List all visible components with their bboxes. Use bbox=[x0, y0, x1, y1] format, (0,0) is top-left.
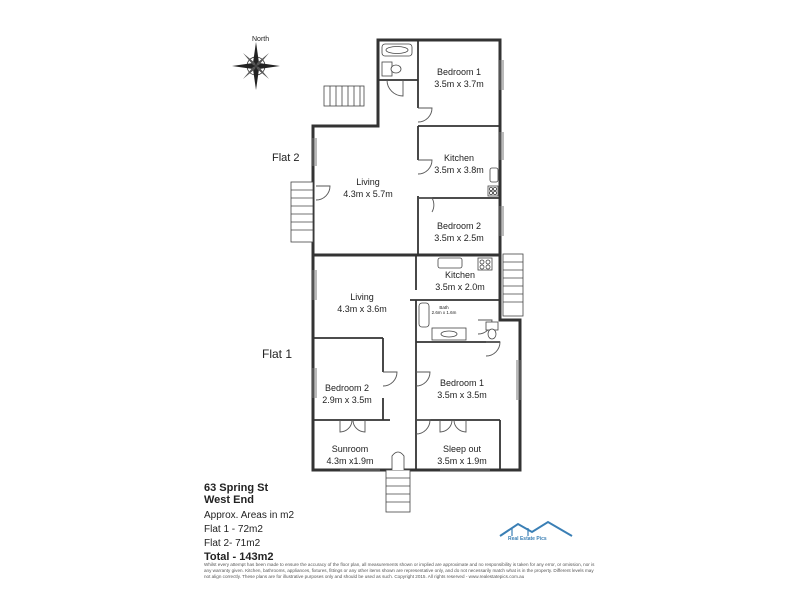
room-name: Bedroom 1 bbox=[439, 378, 485, 388]
door bbox=[485, 341, 501, 357]
room-label-f1-living: Living 4.3m x 3.6m bbox=[320, 291, 404, 315]
total-area: Total - 143m2 bbox=[204, 551, 274, 563]
stairs bbox=[502, 253, 524, 317]
basin bbox=[440, 330, 458, 338]
room-size: 4.3m x 3.6m bbox=[337, 304, 387, 314]
flat-2-label: Flat 2 bbox=[272, 152, 300, 164]
flat-1-label: Flat 1 bbox=[262, 347, 293, 361]
stove bbox=[487, 185, 499, 197]
room-size: 2.6m x 1.6m bbox=[431, 310, 457, 315]
room-size: 3.5m x 2.0m bbox=[435, 282, 485, 292]
room-label-f1-bath: Bath 2.6m x 1.6m bbox=[424, 305, 464, 315]
room-label-f1-sunroom: Sunroom 4.3m x1.9m bbox=[316, 443, 384, 467]
stairs bbox=[323, 85, 365, 107]
bathtub bbox=[418, 302, 430, 328]
room-name: Living bbox=[356, 177, 380, 187]
room-name: Living bbox=[350, 292, 374, 302]
door bbox=[382, 371, 398, 387]
address-line-2: West End bbox=[204, 494, 254, 506]
flat1-area: Flat 1 - 72m2 bbox=[204, 524, 263, 535]
flat1-outer-walls bbox=[311, 253, 522, 472]
kitchen-bench bbox=[437, 257, 463, 269]
room-size: 3.5m x 2.5m bbox=[434, 233, 484, 243]
door bbox=[315, 185, 331, 201]
property-info: 63 Spring St West End Approx. Areas in m… bbox=[204, 482, 384, 563]
room-name: Bedroom 2 bbox=[436, 221, 482, 231]
address-line-1: 63 Spring St bbox=[204, 482, 269, 494]
toilet-cistern bbox=[381, 61, 393, 77]
stair-landing bbox=[391, 451, 405, 470]
door bbox=[386, 79, 404, 97]
logo-text: Real Estate Pics bbox=[508, 536, 547, 542]
door bbox=[352, 419, 366, 433]
door bbox=[417, 107, 433, 123]
compass-rose-icon bbox=[232, 42, 280, 90]
room-label-f1-sleepout: Sleep out 3.5m x 1.9m bbox=[422, 443, 502, 467]
door bbox=[453, 419, 467, 433]
kitchen-sink bbox=[489, 167, 499, 183]
door bbox=[417, 159, 433, 175]
room-label-f2-bedroom1: Bedroom 1 3.5m x 3.7m bbox=[418, 66, 500, 90]
room-name: Sunroom bbox=[331, 444, 369, 454]
house-roof-logo-icon bbox=[499, 520, 573, 537]
compass-north-label: North bbox=[252, 36, 270, 43]
room-label-f2-kitchen: Kitchen 3.5m x 3.8m bbox=[418, 152, 500, 176]
door bbox=[415, 419, 431, 435]
room-size: 3.5m x 3.8m bbox=[434, 165, 484, 175]
room-name: Bedroom 2 bbox=[324, 383, 370, 393]
room-size: 3.5m x 3.5m bbox=[437, 390, 487, 400]
room-name: Kitchen bbox=[444, 270, 476, 280]
disclaimer-text: Whilst every attempt has been made to en… bbox=[204, 562, 595, 579]
room-size: 4.3m x1.9m bbox=[326, 456, 374, 466]
door bbox=[415, 371, 431, 387]
room-size: 3.5m x 1.9m bbox=[437, 456, 487, 466]
room-label-f1-kitchen: Kitchen 3.5m x 2.0m bbox=[420, 269, 500, 293]
stairs bbox=[385, 469, 411, 513]
room-label-f1-bedroom1: Bedroom 1 3.5m x 3.5m bbox=[420, 377, 504, 401]
door bbox=[418, 197, 435, 213]
room-name: Bedroom 1 bbox=[436, 67, 482, 77]
bathtub-basin bbox=[385, 46, 409, 54]
room-size: 2.9m x 3.5m bbox=[322, 395, 372, 405]
room-label-f2-living: Living 4.3m x 5.7m bbox=[328, 176, 408, 200]
room-name: Bath bbox=[439, 305, 449, 310]
room-label-f2-bedroom2: Bedroom 2 3.5m x 2.5m bbox=[418, 220, 500, 244]
room-size: 3.5m x 3.7m bbox=[434, 79, 484, 89]
room-size: 4.3m x 5.7m bbox=[343, 189, 393, 199]
areas-note: Approx. Areas in m2 bbox=[204, 510, 295, 521]
door bbox=[339, 419, 353, 433]
room-label-f1-bedroom2: Bedroom 2 2.9m x 3.5m bbox=[314, 382, 380, 406]
flat2-area: Flat 2- 71m2 bbox=[204, 538, 261, 549]
toilet-bowl bbox=[390, 64, 402, 74]
door bbox=[439, 419, 453, 433]
room-name: Kitchen bbox=[443, 153, 475, 163]
room-name: Sleep out bbox=[442, 444, 482, 454]
toilet-bowl bbox=[487, 328, 497, 340]
stairs bbox=[290, 181, 314, 243]
